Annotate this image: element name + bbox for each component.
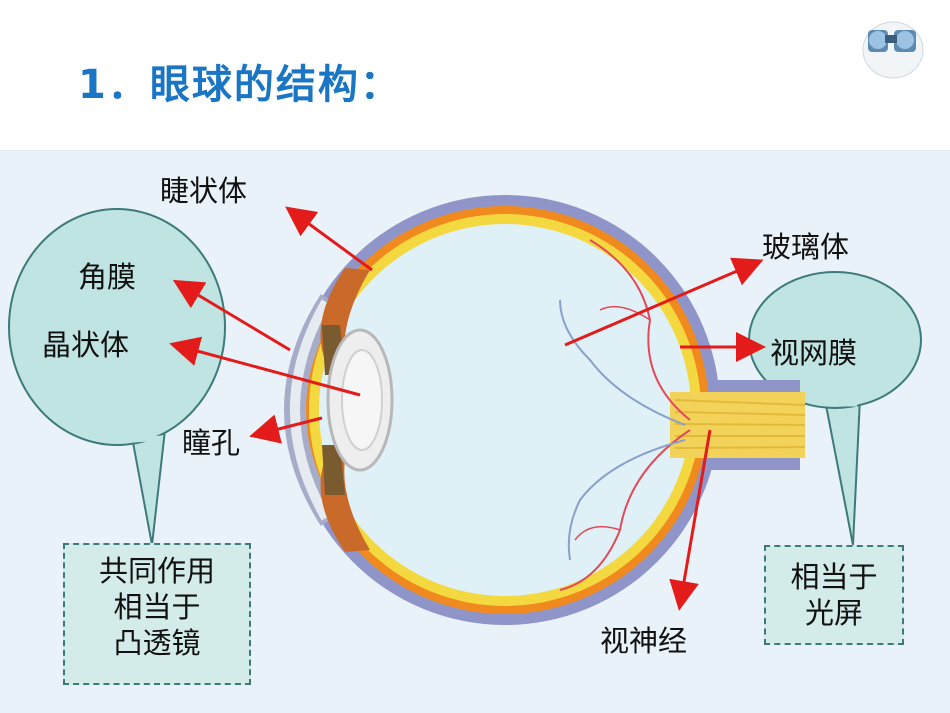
left-callout-box: 共同作用 相当于 凸透镜	[63, 543, 251, 685]
right-box-line-2: 光屏	[804, 596, 863, 630]
slide-title: 1．眼球的结构：	[78, 62, 402, 108]
left-bubble	[8, 208, 226, 546]
left-box-line-2: 相当于	[113, 590, 201, 624]
pointer-arrows	[169, 206, 766, 611]
left-box-line-3: 凸透镜	[113, 626, 201, 660]
label-optic-nerve: 视神经	[600, 624, 688, 658]
arrow-lens	[169, 336, 361, 397]
label-cornea: 角膜	[78, 260, 137, 294]
label-retina: 视网膜	[770, 336, 858, 370]
label-vitreous: 玻璃体	[762, 230, 850, 264]
binoculars-icon	[862, 21, 924, 79]
arrow-ciliary	[285, 206, 373, 272]
arrow-pupil	[249, 414, 323, 444]
right-callout-box: 相当于 光屏	[764, 545, 904, 645]
label-lens: 晶状体	[42, 328, 130, 362]
left-box-line-1: 共同作用	[98, 554, 215, 588]
label-ciliary: 睫状体	[160, 174, 248, 208]
right-box-line-1: 相当于	[790, 560, 878, 594]
header-band	[0, 0, 950, 151]
arrow-optic-nerve	[669, 429, 712, 611]
arrow-cornea	[172, 279, 291, 352]
eye-diagram	[284, 195, 806, 625]
label-pupil: 瞳孔	[182, 426, 241, 460]
arrow-vitreous	[564, 257, 764, 347]
right-bubble	[748, 271, 922, 546]
